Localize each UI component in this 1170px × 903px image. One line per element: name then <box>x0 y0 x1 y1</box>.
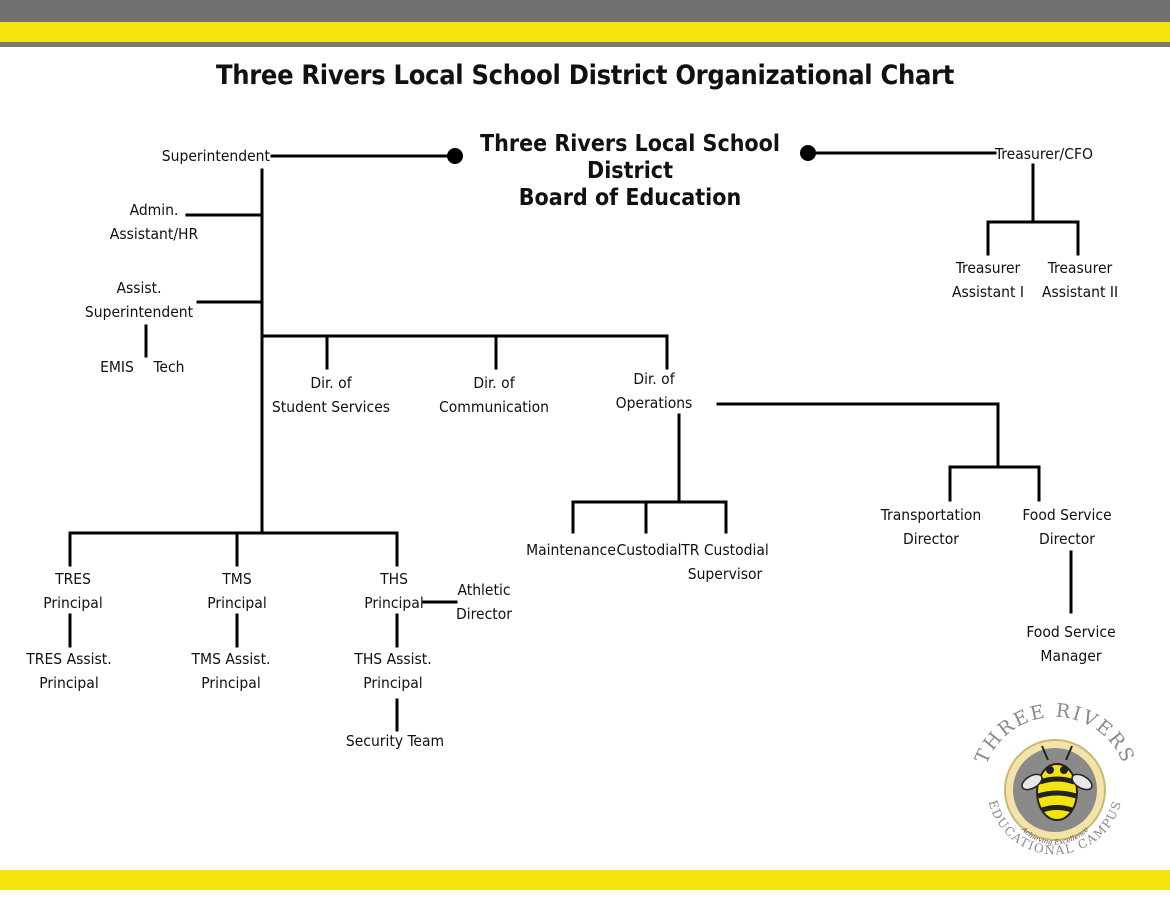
tres-assist-principal-line-1: TRES Assist. <box>26 650 112 668</box>
node-tr-custodial-supervisor: TR Custodial Supervisor <box>681 538 769 586</box>
node-food-service-director: Food Service Director <box>1022 503 1111 551</box>
dir-student-services-line-2: Student Services <box>271 398 391 416</box>
node-dir-communication: Dir. of Communication <box>439 371 549 419</box>
tres-assist-principal-line-2: Principal <box>39 674 99 692</box>
node-tms-assist-principal: TMS Assist. Principal <box>192 647 271 695</box>
emis-label: EMIS <box>100 358 134 376</box>
node-ths-assist-principal: THS Assist. Principal <box>354 647 431 695</box>
node-admin-assistant: Admin. Assistant/HR <box>110 198 198 246</box>
assist-superintendent-line-2: Superintendent <box>84 303 194 321</box>
connector-dot-left <box>447 148 463 164</box>
food-service-manager-line-2: Manager <box>1040 647 1102 665</box>
node-transportation-director: Transportation Director <box>881 503 981 551</box>
athletic-director-line-1: Athletic <box>457 581 511 599</box>
node-tres-assist-principal: TRES Assist. Principal <box>26 647 111 695</box>
food-service-director-line-1: Food Service <box>1022 506 1112 524</box>
dir-communication-line-1: Dir. of <box>473 374 515 392</box>
page-title: Three Rivers Local School District Organ… <box>215 60 955 91</box>
node-security-team: Security Team <box>346 729 444 753</box>
tr-custodial-supervisor-line-1: TR Custodial <box>681 541 769 559</box>
maintenance-label: Maintenance <box>526 541 616 559</box>
tres-principal-line-2: Principal <box>43 594 103 612</box>
node-food-service-manager: Food Service Manager <box>1026 620 1115 668</box>
athletic-director-line-2: Director <box>456 605 512 623</box>
node-maintenance: Maintenance <box>526 538 616 562</box>
node-dir-student-services: Dir. of Student Services <box>272 371 390 419</box>
transportation-director-line-1: Transportation <box>880 506 982 524</box>
dir-operations-line-2: Operations <box>615 394 693 412</box>
food-service-manager-line-1: Food Service <box>1026 623 1116 641</box>
treasurer-assistant-1-line-2: Assistant I <box>951 283 1025 301</box>
treasurer-label: Treasurer/CFO <box>995 145 1093 163</box>
security-team-label: Security Team <box>345 732 445 750</box>
treasurer-assistant-2-line-2: Assistant II <box>1041 283 1119 301</box>
node-tech: Tech <box>154 355 185 379</box>
node-athletic-director: Athletic Director <box>456 578 512 626</box>
admin-assistant-line-1: Admin. <box>129 201 179 219</box>
assist-superintendent-line-1: Assist. <box>116 279 162 297</box>
tms-assist-principal-line-1: TMS Assist. <box>191 650 271 668</box>
tms-principal-line-1: TMS <box>222 570 252 588</box>
admin-assistant-line-2: Assistant/HR <box>109 225 199 243</box>
tech-label: Tech <box>153 358 185 376</box>
three-rivers-logo: THREE RIVERS EDUCATIONAL CAMPUS Achievin… <box>971 700 1138 858</box>
node-custodial: Custodial <box>617 538 682 562</box>
dir-operations-line-1: Dir. of <box>633 370 675 388</box>
dir-communication-line-2: Communication <box>439 398 549 416</box>
tres-principal-line-1: TRES <box>55 570 91 588</box>
treasurer-assistant-2-line-1: Treasurer <box>1047 259 1113 277</box>
yellow-jacket-mascot-icon <box>1021 745 1093 821</box>
transportation-director-line-2: Director <box>903 530 959 548</box>
board-line-1: Three Rivers Local School District <box>480 131 780 184</box>
ths-principal-line-1: THS <box>380 570 408 588</box>
node-treasurer-assistant-1: Treasurer Assistant I <box>952 256 1024 304</box>
custodial-label: Custodial <box>616 541 682 559</box>
top-gray-band <box>0 0 1170 22</box>
tms-assist-principal-line-2: Principal <box>201 674 261 692</box>
ths-assist-principal-line-1: THS Assist. <box>354 650 432 668</box>
food-service-director-line-2: Director <box>1039 530 1095 548</box>
ths-assist-principal-line-2: Principal <box>363 674 423 692</box>
node-dir-operations: Dir. of Operations <box>616 367 693 415</box>
node-superintendent: Superintendent <box>162 144 270 168</box>
node-ths-principal: THS Principal <box>364 567 423 615</box>
tms-principal-line-2: Principal <box>207 594 267 612</box>
board-of-education: Three Rivers Local School District Board… <box>470 131 790 212</box>
superintendent-label: Superintendent <box>161 147 270 165</box>
node-emis: EMIS <box>100 355 134 379</box>
node-treasurer: Treasurer/CFO <box>995 142 1093 166</box>
dir-student-services-line-1: Dir. of <box>310 374 352 392</box>
node-treasurer-assistant-2: Treasurer Assistant II <box>1042 256 1118 304</box>
board-line-2: Board of Education <box>518 185 742 211</box>
tr-custodial-supervisor-line-2: Supervisor <box>687 565 763 583</box>
top-yellow-band <box>0 22 1170 42</box>
node-tms-principal: TMS Principal <box>207 567 266 615</box>
top-gray-stripe <box>0 42 1170 47</box>
node-tres-principal: TRES Principal <box>43 567 102 615</box>
ths-principal-line-2: Principal <box>364 594 424 612</box>
node-assist-superintendent: Assist. Superintendent <box>85 276 193 324</box>
treasurer-assistant-1-line-1: Treasurer <box>955 259 1021 277</box>
bottom-yellow-band <box>0 870 1170 890</box>
